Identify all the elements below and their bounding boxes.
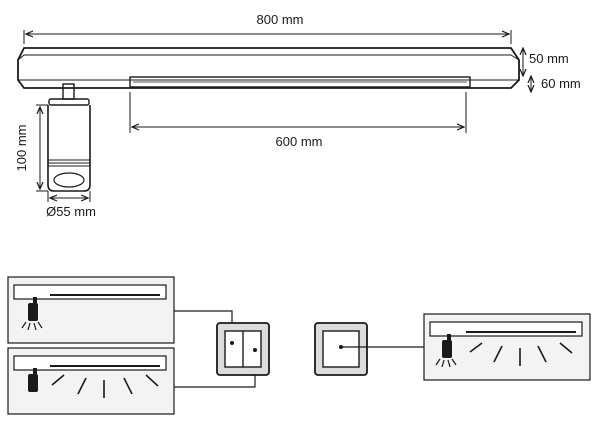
dim-light-length-label: 600 mm [276, 134, 323, 149]
dim-spot-diameter-label: Ø55 mm [46, 204, 96, 219]
single-switch-diagram [314, 313, 591, 381]
light-rays-icon [469, 342, 573, 366]
panel-track-on [7, 347, 175, 415]
wall-switch-icon [314, 322, 368, 376]
dim-spot-height: 100 mm [14, 104, 48, 192]
dual-switch-diagram [7, 276, 270, 415]
dim-spot-diameter: Ø55 mm [46, 191, 96, 219]
double-switch-icon [216, 322, 270, 376]
product-drawing: 800 mm 50 mm 60 mm 600 mm [14, 12, 581, 219]
track-profile [17, 47, 520, 89]
spotlight-icon [435, 340, 457, 368]
panel-all-on [423, 313, 591, 381]
light-diffuser [129, 76, 471, 88]
dim-length-label: 800 mm [257, 12, 304, 27]
dim-height-a-label: 50 mm [529, 51, 569, 66]
dim-height-b-label: 60 mm [541, 76, 581, 91]
dim-spot-height-label: 100 mm [14, 125, 29, 172]
spotlight-off-icon [28, 374, 38, 392]
spotlight [47, 83, 91, 192]
dim-length: 800 mm [23, 12, 512, 44]
dim-heights: 50 mm 60 mm [523, 48, 581, 92]
dim-light-length: 600 mm [129, 92, 467, 149]
spotlight-icon [21, 303, 43, 331]
light-rays-icon [51, 374, 159, 398]
panel-spot-on [7, 276, 175, 344]
